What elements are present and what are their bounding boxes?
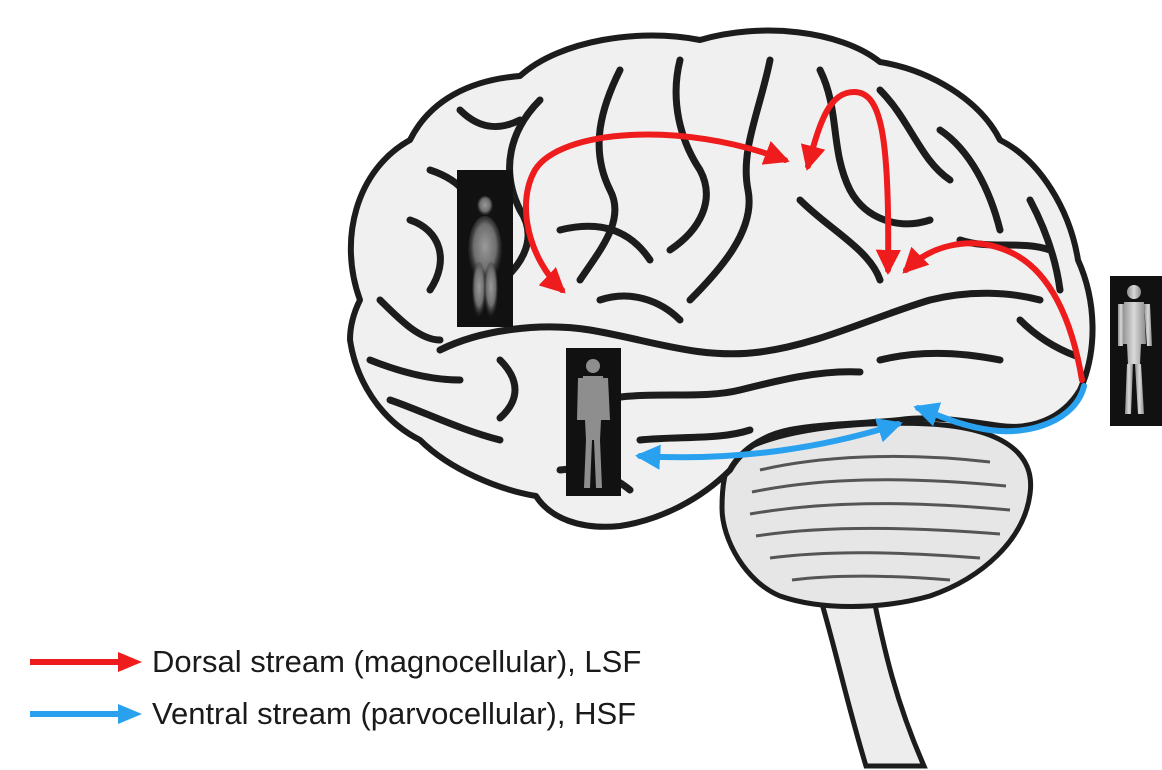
legend-item-dorsal: Dorsal stream (magnocellular), LSF bbox=[30, 636, 641, 688]
red-arrow-icon bbox=[30, 651, 142, 673]
blurred-figure-icon bbox=[457, 170, 513, 327]
brain-stem bbox=[818, 590, 924, 766]
legend-label-dorsal: Dorsal stream (magnocellular), LSF bbox=[152, 644, 641, 680]
blue-arrow-icon bbox=[30, 703, 142, 725]
detailed-figure-icon bbox=[1110, 276, 1162, 426]
legend: Dorsal stream (magnocellular), LSF Ventr… bbox=[30, 636, 641, 740]
legend-item-ventral: Ventral stream (parvocellular), HSF bbox=[30, 688, 641, 740]
legend-label-ventral: Ventral stream (parvocellular), HSF bbox=[152, 696, 636, 732]
gray-figure-icon bbox=[566, 348, 621, 496]
